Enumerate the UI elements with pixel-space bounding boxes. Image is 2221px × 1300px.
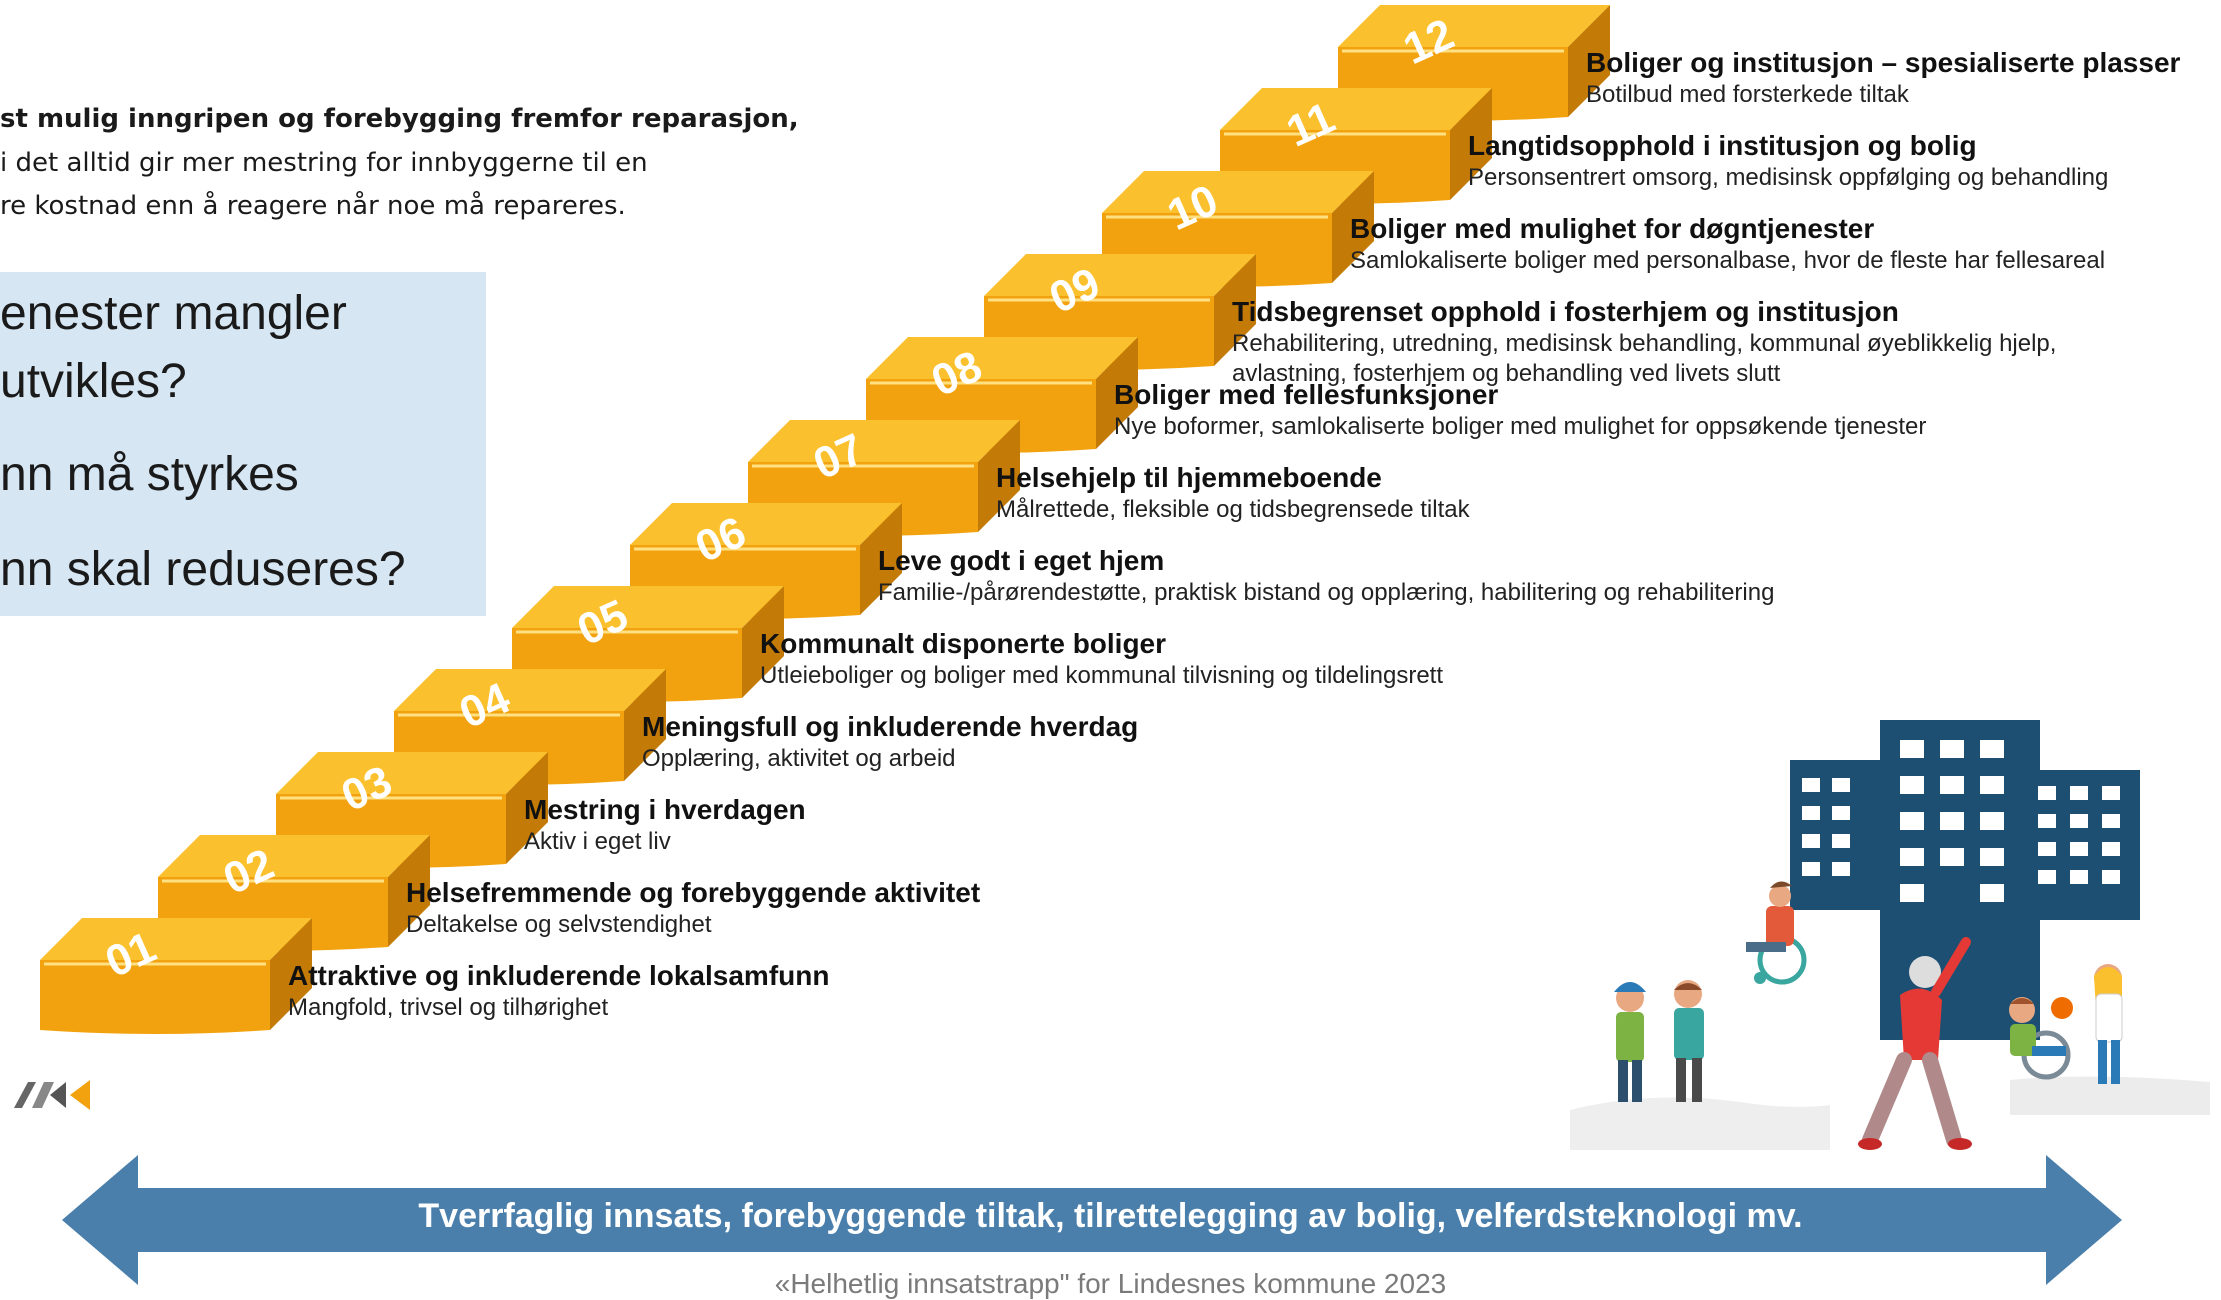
questions-box: enester mangler utvikles? nn må styrkes … <box>0 272 486 616</box>
step-02: 02 <box>158 835 430 951</box>
step-01: 01 <box>40 918 312 1034</box>
step-side-face <box>1568 5 1610 117</box>
step-top-face <box>630 503 902 545</box>
wheelchair-child-icon <box>2009 964 2123 1084</box>
step-side-face <box>742 586 784 698</box>
step-subtitle: Familie-/pårørendestøtte, praktisk bista… <box>878 579 1775 606</box>
step-side-face <box>860 503 902 615</box>
step-side-face <box>978 420 1020 532</box>
step-subtitle: Målrettede, fleksible og tidsbegrensede … <box>996 496 1470 523</box>
step-top-face <box>984 254 1256 296</box>
step-subtitle: Utleieboliger og boliger med kommunal ti… <box>760 662 1444 689</box>
caption: «Helhetlig innsatstrapp" for Lindesnes k… <box>774 1268 1447 1299</box>
step-side-face <box>624 669 666 781</box>
step-top-face <box>158 835 430 877</box>
step-title: Helsehjelp til hjemmeboende <box>996 462 1382 493</box>
step-title: Leve godt i eget hjem <box>878 545 1165 576</box>
step-top-face <box>512 586 784 628</box>
step-top-face <box>1220 88 1492 130</box>
double-arrow-banner <box>62 1155 2122 1285</box>
step-subtitle-2: avlastning, fosterhjem og behandling ved… <box>1232 360 1781 387</box>
step-top-face <box>40 918 312 960</box>
step-side-face <box>1214 254 1256 366</box>
step-12: 12 <box>1338 5 1610 121</box>
step-subtitle: Botilbud med forsterkede tiltak <box>1586 81 1909 108</box>
question-1: enester mangler <box>0 287 347 340</box>
logo-icon <box>14 1080 90 1110</box>
step-top-face <box>1338 5 1610 47</box>
step-side-face <box>506 752 548 864</box>
step-07: 07 <box>748 420 1020 536</box>
banner-text: Tverrfaglig innsats, forebyggende tiltak… <box>418 1197 1803 1235</box>
wheelchair-person-icon <box>1746 881 1807 985</box>
step-05: 05 <box>512 586 784 702</box>
step-subtitle: Deltakelse og selvstendighet <box>406 911 712 938</box>
step-side-face <box>270 918 312 1030</box>
step-side-face <box>388 835 430 947</box>
step-top-face <box>1102 171 1374 213</box>
community-illustration-icon <box>1570 720 2210 1150</box>
question-3: nn må styrkes <box>0 448 299 501</box>
children-icon <box>1614 980 1704 1102</box>
step-side-face <box>1332 171 1374 283</box>
step-title: Attraktive og inkluderende lokalsamfunn <box>288 960 830 991</box>
step-top-face <box>866 337 1138 379</box>
step-title: Langtidsopphold i institusjon og bolig <box>1468 130 1977 161</box>
step-side-face <box>1096 337 1138 449</box>
step-title: Boliger med mulighet for døgntjenester <box>1350 213 1875 244</box>
step-title: Boliger og institusjon – spesialiserte p… <box>1586 47 2181 78</box>
step-subtitle: Mangfold, trivsel og tilhørighet <box>288 994 609 1021</box>
step-subtitle: Aktiv i eget liv <box>524 828 671 855</box>
intro-line-3: re kostnad enn å reagere når noe må repa… <box>0 191 626 221</box>
step-subtitle: Personsentrert omsorg, medisinsk oppfølg… <box>1468 164 2109 191</box>
step-title: Mestring i hverdagen <box>524 794 806 825</box>
step-front-face <box>40 960 270 1034</box>
step-title: Tidsbegrenset opphold i fosterhjem og in… <box>1232 296 1899 327</box>
step-top-face <box>276 752 548 794</box>
step-title: Boliger med fellesfunksjoner <box>1114 379 1499 410</box>
intro-line-2: i det alltid gir mer mestring for innbyg… <box>0 148 648 178</box>
step-subtitle: Rehabilitering, utredning, medisinsk beh… <box>1232 330 2057 357</box>
elderly-person-icon <box>1858 937 1972 1150</box>
step-top-face <box>394 669 666 711</box>
building-center-icon <box>1880 720 2040 1040</box>
question-2: utvikles? <box>0 355 187 408</box>
step-subtitle: Nye boformer, samlokaliserte boliger med… <box>1114 413 1927 440</box>
intro-line-1: st mulig inngripen og forebygging fremfo… <box>0 104 799 134</box>
step-title: Meningsfull og inkluderende hverdag <box>642 711 1139 742</box>
step-title: Kommunalt disponerte boliger <box>760 628 1167 659</box>
step-top-face <box>748 420 1020 462</box>
step-subtitle: Samlokaliserte boliger med personalbase,… <box>1350 247 2106 274</box>
question-4: nn skal reduseres? <box>0 543 406 596</box>
step-title: Helsefremmende og forebyggende aktivitet <box>406 877 981 908</box>
step-subtitle: Opplæring, aktivitet og arbeid <box>642 745 956 772</box>
step-side-face <box>1450 88 1492 200</box>
